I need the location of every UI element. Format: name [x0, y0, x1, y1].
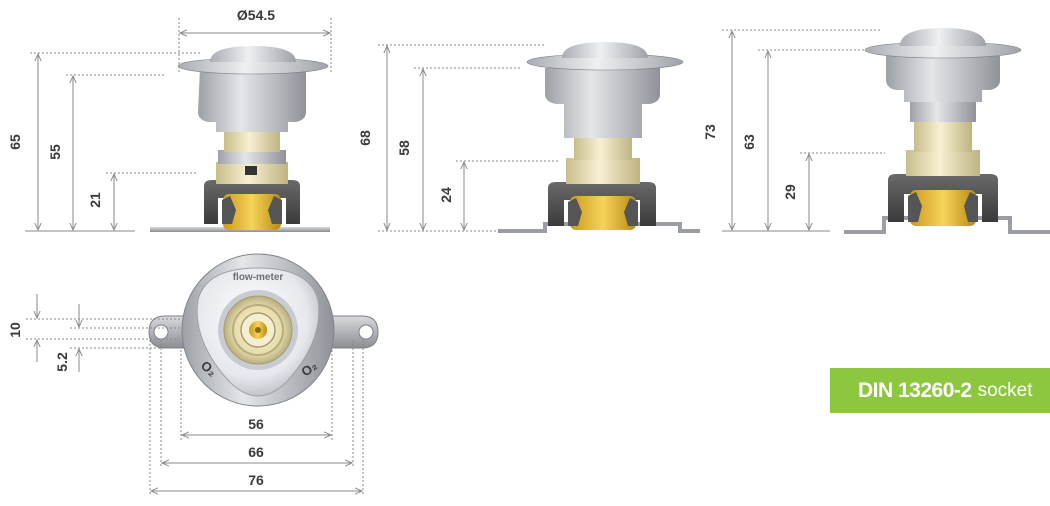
dim-unit3-total: 73	[702, 124, 718, 140]
socket-unit-2	[498, 42, 700, 233]
brand-text: flow-meter	[233, 272, 284, 283]
badge-standard: DIN 13260-2	[858, 378, 972, 402]
dim-unit1-total: 65	[7, 134, 23, 150]
din-standard-badge: DIN 13260-2 socket	[830, 368, 1050, 413]
dim-unit2-low: 24	[438, 187, 454, 203]
badge-product: socket	[977, 379, 1033, 401]
dim-unit1-mid: 55	[47, 144, 63, 160]
dim-width-76: 76	[248, 472, 264, 488]
socket-top-view: flow-meter O₂ O₂	[148, 253, 379, 407]
dim-unit1-low: 21	[87, 192, 103, 208]
dim-offset-5-2: 5.2	[54, 352, 70, 372]
dim-unit2-mid: 58	[396, 140, 412, 156]
socket-unit-3	[844, 28, 1050, 234]
dim-offset-10: 10	[7, 322, 23, 338]
dim-width-66: 66	[248, 444, 264, 460]
dim-unit3-low: 29	[782, 184, 798, 200]
dim-unit2-total: 68	[357, 130, 373, 146]
dim-unit3-mid: 63	[741, 134, 757, 150]
dim-diameter: Ø54.5	[237, 7, 275, 23]
dimension-lines	[25, 18, 885, 496]
socket-unit-1	[150, 46, 330, 232]
dim-width-56: 56	[248, 416, 264, 432]
